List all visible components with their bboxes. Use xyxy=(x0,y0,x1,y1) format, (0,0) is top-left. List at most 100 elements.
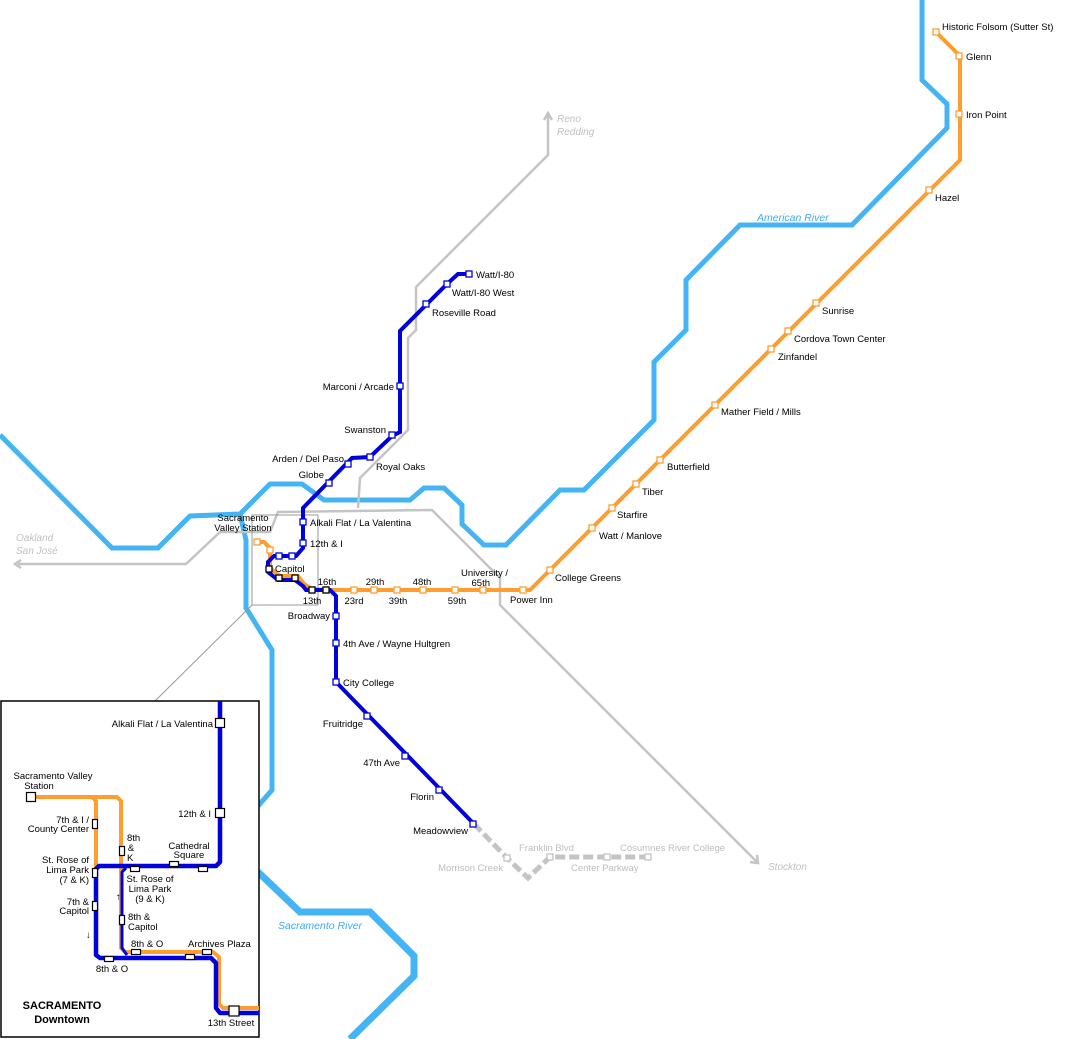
inset-station-label: Sacramento Valley xyxy=(13,771,92,782)
gold_line-station-marker[interactable] xyxy=(419,586,427,594)
downtown-station-marker[interactable] xyxy=(308,586,316,594)
blue_line-station-marker[interactable] xyxy=(299,518,307,526)
blue-line-track xyxy=(266,272,476,826)
inset-station-label: 7th & I / xyxy=(56,815,89,826)
blue_line-station-marker[interactable] xyxy=(344,460,352,468)
gold_line-station-marker[interactable] xyxy=(711,401,719,409)
future_line-station-marker[interactable] xyxy=(503,854,511,862)
inset-station-label: (9 & K) xyxy=(135,894,165,905)
rail-reno xyxy=(356,114,550,509)
downtown-station-marker[interactable] xyxy=(265,565,273,573)
inset-station-marker[interactable] xyxy=(130,948,142,956)
gold_line-station-label: Sunrise xyxy=(822,306,854,317)
gold_line-station-marker[interactable] xyxy=(784,327,792,335)
gold_line-station-label: College Greens xyxy=(555,573,621,584)
inset-station-label: St. Rose of xyxy=(42,855,89,866)
american-river-label: American River xyxy=(756,212,829,224)
downtown-station-marker[interactable] xyxy=(275,552,283,560)
gold_line-station-label: 16th xyxy=(318,577,337,588)
inset-station-label: Archives Plaza xyxy=(188,939,252,950)
downtown-station-marker[interactable] xyxy=(266,546,274,554)
inset-blue-track-8th xyxy=(120,866,129,956)
blue_line-station-marker[interactable] xyxy=(332,678,340,686)
gold_line-station-marker[interactable] xyxy=(546,566,554,574)
future_line-station-label: Franklin Blvd xyxy=(519,843,574,854)
inset-station-label: Lima Park xyxy=(46,865,89,876)
inset-station-marker[interactable] xyxy=(118,914,126,926)
blue_line-station-marker[interactable] xyxy=(469,820,477,828)
future_line-station-marker[interactable] xyxy=(644,853,652,861)
blue_line-station-marker[interactable] xyxy=(422,300,430,308)
destination-san-jose: San José xyxy=(16,546,58,557)
blue_line-station-marker[interactable] xyxy=(435,786,443,794)
blue_line-station-marker[interactable] xyxy=(299,539,307,547)
inset-station-marker[interactable] xyxy=(201,948,213,956)
inset-station-marker[interactable] xyxy=(129,865,141,873)
gold_line-station-marker[interactable] xyxy=(479,586,487,594)
blue_line-station-marker[interactable] xyxy=(332,612,340,620)
inset-blue-track xyxy=(93,701,259,1016)
gold_line-station-marker[interactable] xyxy=(955,52,963,60)
inset-station-marker[interactable] xyxy=(91,867,99,879)
inset-station-label: Lima Park xyxy=(129,884,172,895)
gold_line-station-marker[interactable] xyxy=(519,586,527,594)
blue_line-station-marker[interactable] xyxy=(388,431,396,439)
gold_line-station-label: 48th xyxy=(413,577,432,588)
downtown-station-marker[interactable] xyxy=(275,574,283,582)
inset-station-marker[interactable] xyxy=(184,953,196,961)
inset-station-marker[interactable] xyxy=(214,717,226,729)
blue_line-station-marker[interactable] xyxy=(325,479,333,487)
sac-valley-label-1: Sacramento xyxy=(217,513,268,524)
future_line-station-marker[interactable] xyxy=(603,853,611,861)
inset-station-marker[interactable] xyxy=(91,900,99,912)
blue_line-station-marker[interactable] xyxy=(396,382,404,390)
gold_line-station-label: Butterfield xyxy=(667,462,710,473)
destination-stockton: Stockton xyxy=(768,862,807,873)
gold_line-station-marker[interactable] xyxy=(932,28,940,36)
gold_line-station-marker[interactable] xyxy=(812,299,820,307)
blue_line-station-marker[interactable] xyxy=(401,752,409,760)
gold_line-station-marker[interactable] xyxy=(393,586,401,594)
inset-station-marker[interactable] xyxy=(168,860,180,868)
blue_line-station-label: Alkali Flat / La Valentina xyxy=(310,518,412,529)
gold_line-station-marker[interactable] xyxy=(925,186,933,194)
blue_line-station-marker[interactable] xyxy=(465,270,473,278)
inset-station-label: 8th & xyxy=(128,912,151,923)
inset-subtitle: Downtown xyxy=(34,1014,90,1026)
inset-station-marker[interactable] xyxy=(25,791,37,803)
blue_line-station-marker[interactable] xyxy=(443,280,451,288)
blue_line-station-label: Broadway xyxy=(288,611,330,622)
arrow-up: ↑ xyxy=(116,892,121,903)
gold_line-station-marker[interactable] xyxy=(451,586,459,594)
blue_line-station-label: Watt/I-80 xyxy=(476,270,514,281)
gold_line-station-marker[interactable] xyxy=(370,586,378,594)
gold_line-station-label: Watt / Manlove xyxy=(599,531,662,542)
downtown-station-marker[interactable] xyxy=(291,574,299,582)
downtown-station-marker[interactable] xyxy=(288,552,296,560)
inset-station-label: Square xyxy=(174,850,205,861)
inset-station-marker[interactable] xyxy=(214,807,226,819)
downtown-station-marker[interactable] xyxy=(253,538,261,546)
blue_line-station-label: Globe xyxy=(299,470,324,481)
inset-station-marker[interactable] xyxy=(118,845,126,857)
gold_line-station-marker[interactable] xyxy=(955,110,963,118)
inset-station-marker[interactable] xyxy=(91,818,99,830)
gold_line-station-label: 29th xyxy=(366,577,385,588)
gold_line-station-marker[interactable] xyxy=(632,480,640,488)
gold_line-station-marker[interactable] xyxy=(656,456,664,464)
gold_line-station-marker[interactable] xyxy=(588,524,596,532)
inset-station-marker[interactable] xyxy=(197,865,209,873)
blue_line-station-label: 4th Ave / Wayne Hultgren xyxy=(343,639,450,650)
gold_line-station-marker[interactable] xyxy=(350,586,358,594)
downtown-station-marker[interactable] xyxy=(322,586,330,594)
blue_line-station-marker[interactable] xyxy=(332,639,340,647)
inset-station-marker[interactable] xyxy=(228,1005,240,1017)
gold_line-station-marker[interactable] xyxy=(608,504,616,512)
blue_line-station-marker[interactable] xyxy=(366,453,374,461)
inset-station-marker[interactable] xyxy=(103,955,115,963)
blue_line-station-marker[interactable] xyxy=(363,712,371,720)
blue_line-station-label: Marconi / Arcade xyxy=(323,382,394,393)
future_line-station-marker[interactable] xyxy=(546,853,554,861)
arrow-down: ↓ xyxy=(86,930,91,941)
gold_line-station-marker[interactable] xyxy=(767,345,775,353)
